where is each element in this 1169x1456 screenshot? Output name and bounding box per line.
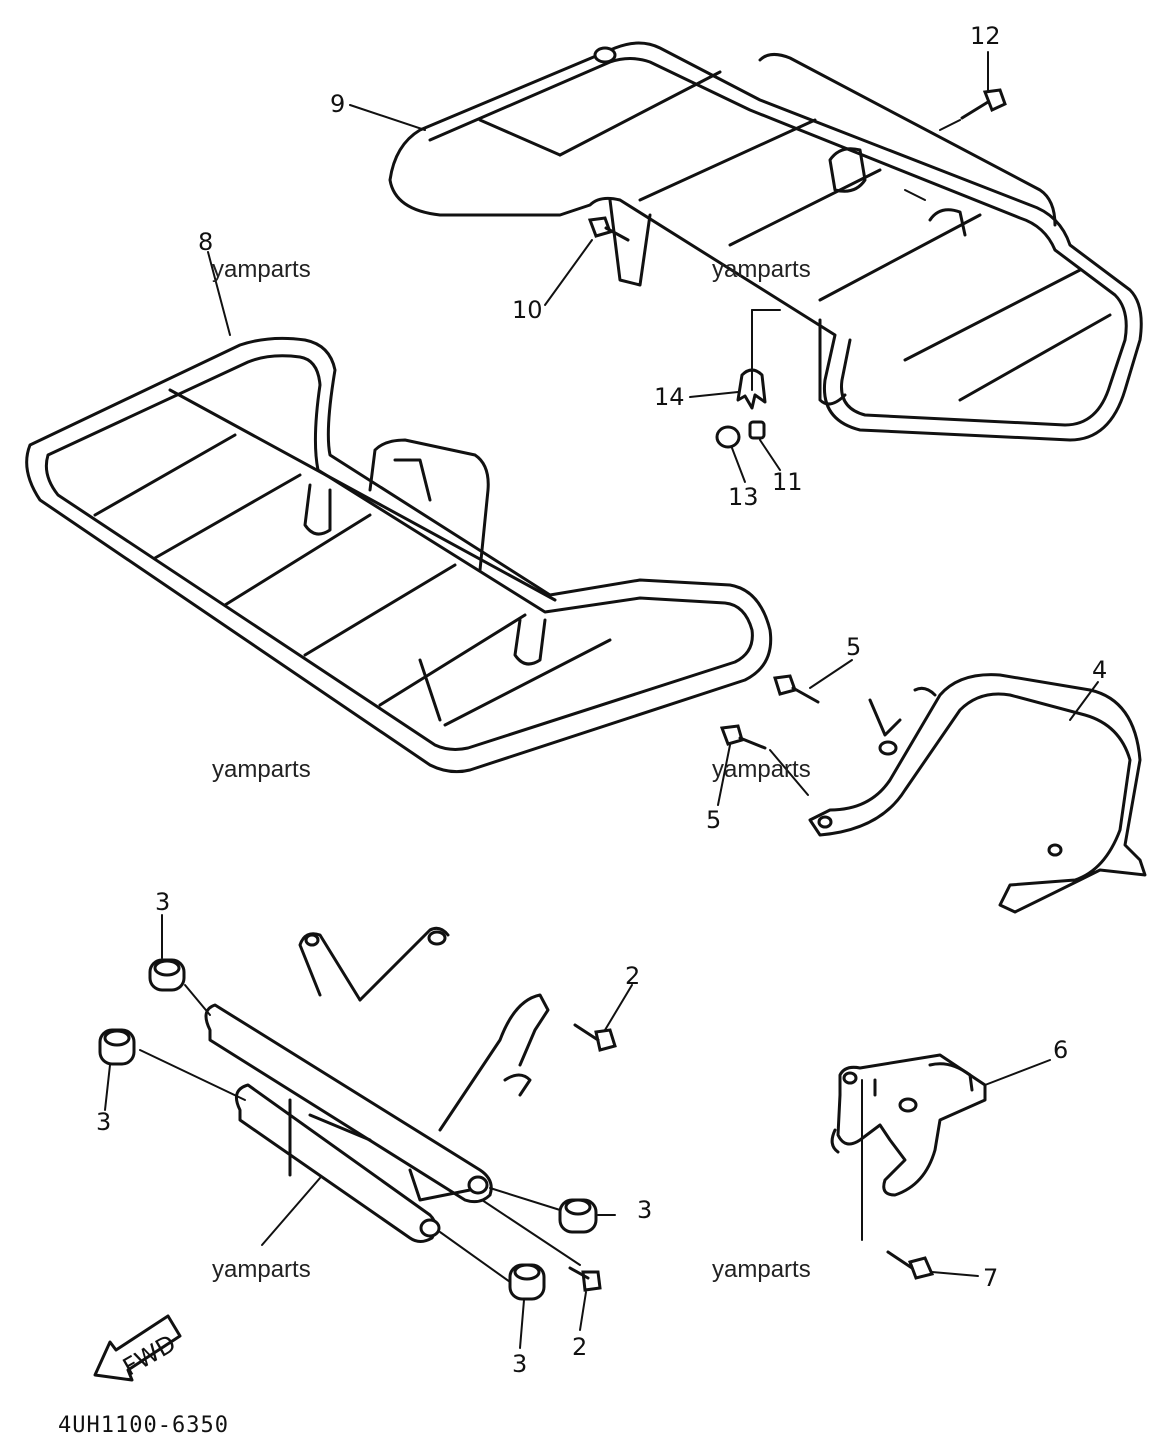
grommet-3c: [558, 1198, 598, 1234]
callout-12: 12: [970, 22, 1001, 50]
fasteners: [98, 88, 1007, 1301]
guard-assembly: [204, 926, 550, 1243]
callout-5b: 5: [706, 806, 721, 834]
callout-labels: 12 9 8 10 14 11 13 5 4 5 3 2 3 3 2 3 6 7: [96, 22, 1107, 1378]
callout-14: 14: [654, 383, 685, 411]
watermark: yamparts: [712, 1256, 811, 1283]
watermark: yamparts: [712, 756, 811, 783]
callout-6: 6: [1053, 1036, 1068, 1064]
forward-direction-arrow: FWD: [93, 1314, 182, 1382]
callout-3d: 3: [512, 1350, 527, 1378]
watermark: yamparts: [212, 256, 311, 283]
callout-2b: 2: [572, 1333, 587, 1361]
callout-10: 10: [512, 296, 543, 324]
callout-4: 4: [1092, 656, 1107, 684]
watermark: yamparts: [212, 756, 311, 783]
callout-9: 9: [330, 90, 345, 118]
bracket-part-6: [830, 1053, 987, 1197]
callout-13: 13: [728, 483, 759, 511]
callout-5a: 5: [846, 633, 861, 661]
leader-lines: [104, 51, 1099, 1349]
fwd-label: FWD: [118, 1329, 181, 1381]
watermark: yamparts: [712, 256, 811, 283]
callout-7: 7: [983, 1264, 998, 1292]
callout-3a: 3: [155, 888, 170, 916]
callout-8: 8: [198, 228, 213, 256]
grommet-3a: [148, 958, 186, 992]
callout-11: 11: [772, 468, 803, 496]
watermark: yamparts: [212, 1256, 311, 1283]
grommet-3d: [508, 1263, 546, 1301]
callout-3b: 3: [96, 1108, 111, 1136]
rear-carrier-part-9: [388, 41, 1143, 442]
diagram-code: 4UH1100-6350: [58, 1413, 229, 1438]
callout-3c: 3: [637, 1196, 652, 1224]
callout-2a: 2: [625, 962, 640, 990]
bracket-part-4: [808, 673, 1147, 914]
watermarks: yamparts yamparts yamparts yamparts yamp…: [212, 256, 811, 1283]
front-carrier-part-8: [25, 336, 773, 774]
grommet-3b: [98, 1028, 136, 1066]
